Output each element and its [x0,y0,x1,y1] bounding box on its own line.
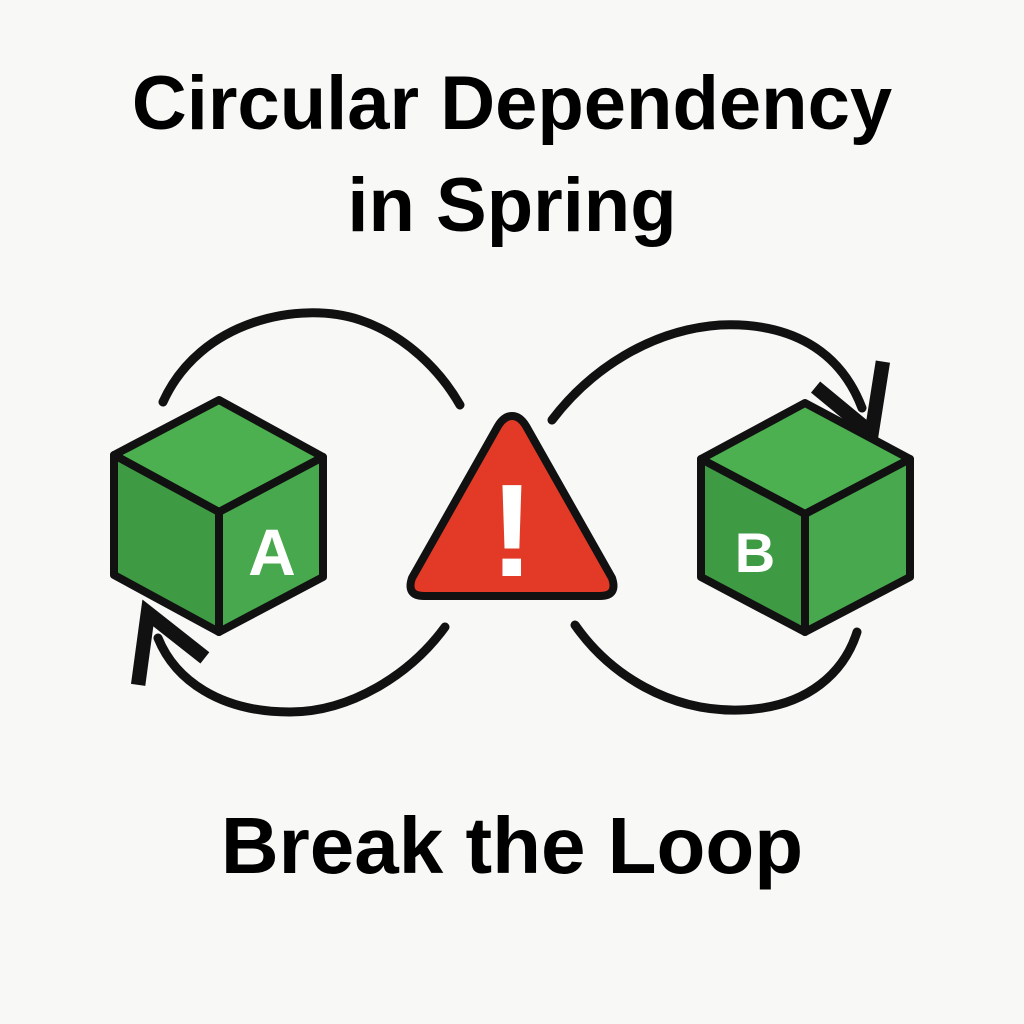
warning-exclamation: ! [490,457,534,604]
cube-a-right-face [215,453,327,636]
cube-a: A [110,396,327,636]
arrow-top-right [547,320,890,447]
cube-b-right-face [801,455,914,636]
page-title-line-2: in Spring [347,163,677,248]
cube-b: B [697,399,914,636]
arrow-bottom-left [131,599,450,717]
page-title-line-1: Circular Dependency [131,61,893,146]
cube-a-label: A [248,515,296,589]
warning-triangle-icon: ! [406,412,618,604]
cube-b-label: B [735,521,775,584]
arrow-bottom-right [570,620,862,715]
arrow-top-left [158,308,465,410]
footer-caption: Break the Loop [220,801,804,890]
